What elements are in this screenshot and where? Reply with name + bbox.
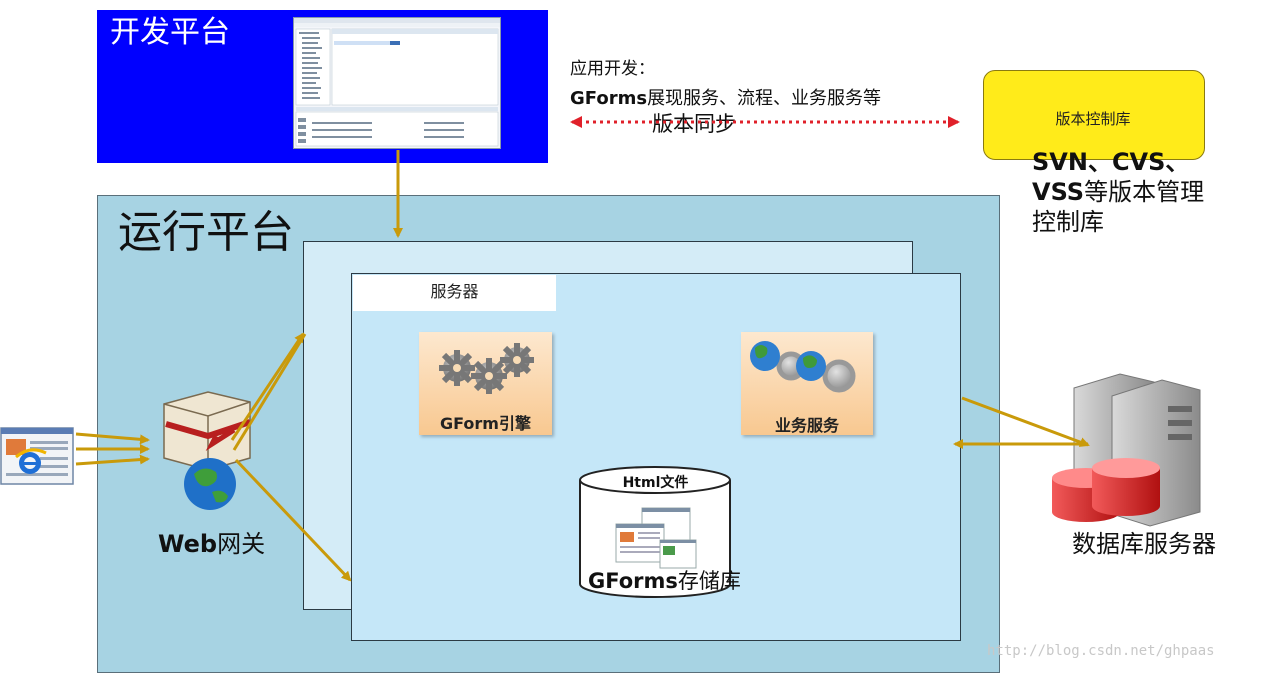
dev-platform-title: 开发平台 [110,15,230,50]
vcs-line3: 控制库 [1032,208,1104,236]
run-platform-title: 运行平台 [118,207,294,258]
repository-label-rest: 存储库 [677,569,741,593]
version-control-text: SVN、CVS、 VSS等版本管理 控制库 [1032,147,1204,237]
repository-cylinder [579,466,731,598]
version-control-box-label: 版本控制库 [1055,110,1131,128]
arrow-browser-gateway-3 [75,454,150,466]
web-gateway-label: Web网关 [158,524,265,559]
html-files-label: Html文件 [622,475,689,491]
arrow-gateway-up-1 [230,332,305,441]
app-dev-line2: GForms展现服务、流程、业务服务等 [570,84,881,110]
server-label-bg [353,275,556,311]
web-gateway-label-rest: 网关 [217,530,266,558]
web-gateway-label-bold: Web [158,530,218,558]
repository-label: GForms存储库 [588,565,741,595]
gform-engine-tile: GForm引擎 [419,332,552,435]
server-title: 服务器 [430,282,479,301]
arrow-gateway-down [234,458,352,582]
vcs-line2-bold: VSS [1032,178,1085,206]
database-server-icon [1052,373,1201,527]
vcs-line2: VSS等版本管理 [1032,177,1204,207]
vcs-line2-rest: 等版本管理 [1084,178,1205,206]
arrow-server-to-db [961,396,1090,447]
business-service-label: 业务服务 [774,416,839,435]
web-gateway-icon [163,391,251,510]
db-server-label: 数据库服务器 [1072,530,1216,558]
vcs-line1: SVN、CVS、 [1032,148,1190,176]
watermark: http://blog.csdn.net/ghpaas [987,643,1215,659]
browser-window-icon [0,427,74,485]
gears-icon [439,343,534,394]
business-service-tile: 业务服务 [741,332,873,435]
ide-screenshot [293,17,501,149]
document-pages-icon [615,507,697,569]
arrow-browser-gateway-1 [75,432,150,445]
arrow-gateway-up-2 [232,333,307,451]
app-dev-gforms: GForms [570,88,648,109]
app-dev-rest: 展现服务、流程、业务服务等 [647,88,882,109]
repository-label-bold: GForms [588,569,678,593]
version-control-box [983,70,1205,160]
globe-gears-icon [750,341,856,393]
app-dev-line1: 应用开发： [570,59,655,79]
gform-engine-label: GForm引擎 [440,414,531,433]
